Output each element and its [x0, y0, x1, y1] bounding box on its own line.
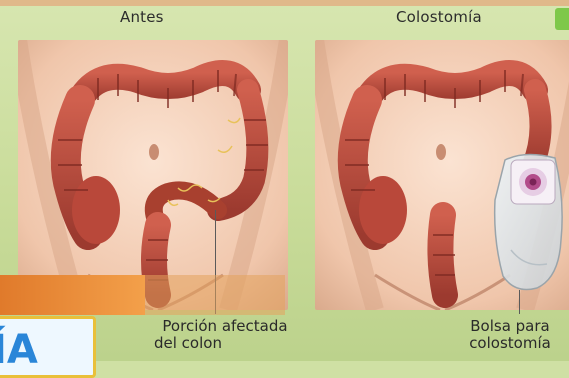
colostomy-bag-line1: Bolsa para — [455, 318, 565, 335]
affected-portion-line2: del colon — [150, 335, 300, 352]
title-badge-text: ÍA — [0, 327, 38, 373]
title-badge: ÍA — [0, 316, 96, 378]
before-illustration — [18, 40, 288, 310]
orange-band — [0, 275, 145, 315]
colostomy-title: Colostomía — [396, 8, 482, 26]
before-title: Antes — [120, 8, 164, 26]
right-accent-tab — [555, 8, 569, 30]
affected-portion-label: Porción afectada del colon — [150, 318, 300, 352]
colostomy-bag-line2: colostomía — [455, 335, 565, 352]
orange-band-fade — [145, 275, 285, 315]
top-border — [0, 0, 569, 6]
bag-leader — [519, 290, 520, 314]
colostomy-illustration — [315, 40, 569, 310]
colostomy-bag-label: Bolsa para colostomía — [455, 318, 565, 352]
affected-portion-line1: Porción afectada — [150, 318, 300, 335]
